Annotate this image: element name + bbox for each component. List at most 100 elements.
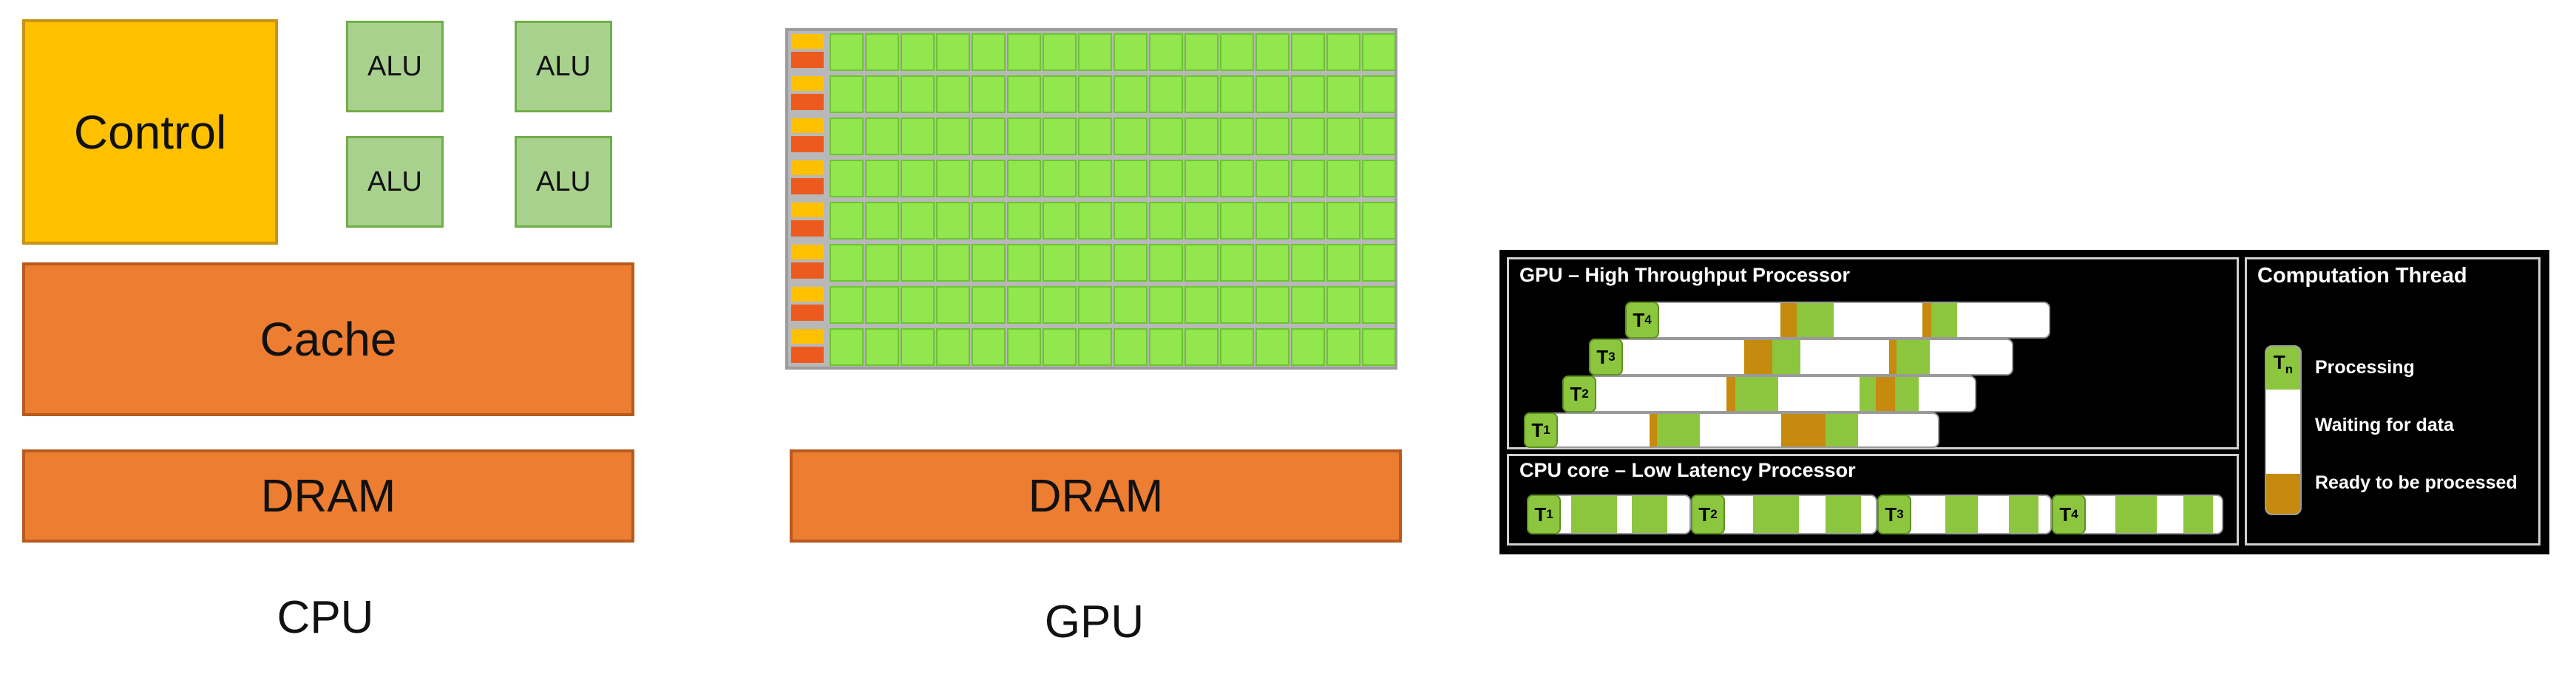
cache-block: Cache — [22, 262, 634, 416]
cpu-dram-label: DRAM — [260, 470, 396, 522]
gpu-alu-core — [1078, 160, 1112, 197]
gpu-alu-core — [1291, 244, 1325, 282]
gpu-alu-core — [1078, 202, 1112, 239]
processing-segment — [1826, 496, 1861, 533]
legend-panel: Computation Thread Tn Processing Waiting… — [2245, 257, 2541, 546]
gpu-alu-core — [1291, 33, 1325, 71]
gpu-alu-core — [1326, 33, 1360, 71]
gpu-alu-core — [830, 286, 864, 324]
gpu-alu-core — [1078, 33, 1112, 71]
gpu-alu-core — [1184, 33, 1218, 71]
gpu-caption: GPU — [1044, 597, 1145, 648]
legend-ready-swatch — [2266, 474, 2300, 514]
gpu-alu-core — [1184, 286, 1218, 324]
gpu-alu-core — [1114, 202, 1148, 239]
gpu-alu-core — [1362, 75, 1396, 113]
legend-processing-swatch — [2266, 347, 2300, 390]
gpu-alu-core — [1078, 75, 1112, 113]
processing-segment — [1772, 340, 1800, 374]
gpu-alu-core — [901, 75, 935, 113]
gpu-alu-core — [1326, 118, 1360, 155]
gpu-thread-title: GPU – High Throughput Processor — [1519, 264, 1851, 286]
gpu-alu-core — [1326, 75, 1360, 113]
gpu-alu-core — [1007, 244, 1041, 282]
gpu-alu-core — [936, 328, 970, 366]
gpu-thread-panel: GPU – High Throughput Processor — [1507, 257, 2239, 449]
gpu-alu-core — [1362, 286, 1396, 324]
gpu-alu-core — [1114, 286, 1148, 324]
gpu-alu-core — [901, 202, 935, 239]
gpu-alu-core — [1114, 328, 1148, 366]
gpu-alu-core — [1043, 118, 1077, 155]
gpu-alu-core — [865, 33, 899, 71]
gpu-alu-core — [1255, 33, 1289, 71]
processing-segment — [1826, 414, 1858, 446]
gpu-alu-core — [1255, 244, 1289, 282]
gpu-alu-core — [1255, 160, 1289, 197]
processing-segment — [1797, 303, 1834, 337]
gpu-alu-core — [1362, 202, 1396, 239]
gpu-alu-core — [1291, 328, 1325, 366]
alu-label: ALU — [536, 166, 591, 197]
gpu-alu-core — [1078, 328, 1112, 366]
gpu-alu-core — [1291, 160, 1325, 197]
gpu-alu-core — [830, 118, 864, 155]
alu-block: ALU — [346, 21, 444, 112]
gpu-alu-core — [865, 160, 899, 197]
gpu-alu-core — [1362, 328, 1396, 366]
gpu-alu-core — [1362, 118, 1396, 155]
processing-segment — [1945, 496, 1978, 533]
processing-segment — [1735, 377, 1778, 411]
gpu-alu-core — [1149, 118, 1183, 155]
gpu-alu-core — [936, 118, 970, 155]
gpu-alu-core — [1007, 328, 1041, 366]
gpu-alu-core — [1184, 118, 1218, 155]
gpu-alu-core — [1220, 202, 1254, 239]
gpu-alu-core — [1114, 160, 1148, 197]
gpu-alu-core — [901, 286, 935, 324]
processing-segment — [2115, 496, 2157, 533]
gpu-alu-core — [901, 328, 935, 366]
cpu-dram-block: DRAM — [22, 449, 634, 543]
gpu-alu-core — [1362, 244, 1396, 282]
gpu-alu-core — [1149, 244, 1183, 282]
gpu-alu-core — [1220, 75, 1254, 113]
gpu-alu-core — [1043, 286, 1077, 324]
gpu-alu-core — [865, 328, 899, 366]
gpu-alu-core — [972, 202, 1006, 239]
gpu-cache-unit — [791, 136, 824, 152]
thread-bar-t4 — [1625, 302, 2050, 339]
gpu-alu-core — [1184, 75, 1218, 113]
gpu-alu-core — [972, 328, 1006, 366]
legend-processing-label: Processing — [2315, 357, 2415, 378]
processing-segment — [2009, 496, 2038, 533]
gpu-alu-core — [1291, 286, 1325, 324]
gpu-alu-core — [1220, 244, 1254, 282]
gpu-alu-core — [1114, 33, 1148, 71]
gpu-alu-core — [1220, 328, 1254, 366]
gpu-alu-core — [972, 160, 1006, 197]
gpu-alu-core — [901, 33, 935, 71]
gpu-alu-core — [1149, 328, 1183, 366]
gpu-alu-core — [865, 202, 899, 239]
gpu-alu-core — [1149, 33, 1183, 71]
gpu-alu-core — [1149, 75, 1183, 113]
gpu-alu-core — [865, 118, 899, 155]
processing-segment — [1632, 496, 1667, 533]
gpu-alu-core — [901, 160, 935, 197]
ready-segment — [1889, 340, 1897, 374]
gpu-alu-core — [972, 244, 1006, 282]
gpu-alu-core — [1326, 328, 1360, 366]
thread-bar-t2 — [1562, 376, 1976, 412]
gpu-alu-core — [1255, 118, 1289, 155]
gpu-alu-core — [936, 160, 970, 197]
gpu-control-unit — [791, 34, 824, 49]
ready-segment — [1780, 303, 1797, 337]
gpu-alu-core — [972, 118, 1006, 155]
gpu-alu-core — [1362, 33, 1396, 71]
